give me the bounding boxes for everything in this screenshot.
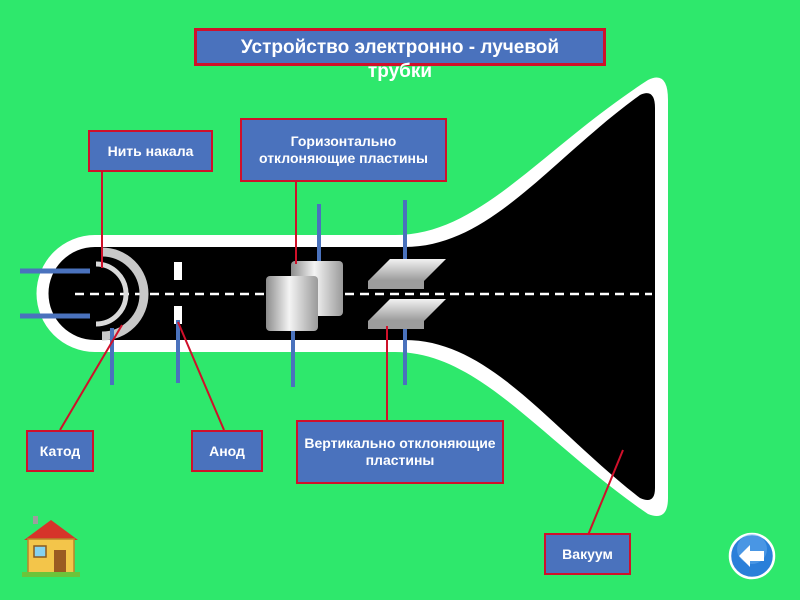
leader-anode	[177, 321, 225, 431]
vplate-bottom	[368, 299, 446, 321]
vplate-top-edge	[368, 281, 424, 289]
label-vacuum: Вакуум	[544, 533, 631, 575]
anode-bottom	[174, 306, 182, 324]
label-cathode: Катод	[26, 430, 94, 472]
label-vacuum-text: Вакуум	[562, 545, 613, 562]
label-filament: Нить накала	[88, 130, 213, 172]
home-button[interactable]	[20, 512, 82, 578]
cathode-shield	[101, 247, 149, 341]
slide-title-line1: Устройство электронно - лучевой	[240, 37, 560, 58]
leader-vacuum	[585, 449, 624, 541]
label-vertical-plates: Вертикально отклоняющие пластины	[296, 420, 504, 484]
anode-top	[174, 262, 182, 280]
leader-cathode	[59, 324, 123, 431]
label-anode: Анод	[191, 430, 263, 472]
back-button[interactable]	[728, 532, 776, 580]
arrow-left-icon	[728, 532, 776, 580]
house-icon	[22, 516, 80, 577]
label-anode-text: Анод	[209, 442, 245, 459]
label-horizontal-plates-text: Горизонтально отклоняющие пластины	[259, 133, 428, 166]
label-vertical-plates-text: Вертикально отклоняющие пластины	[304, 435, 496, 468]
label-cathode-text: Катод	[39, 442, 81, 459]
tube-body	[48, 93, 656, 501]
vplate-bottom-edge	[368, 321, 424, 329]
label-horizontal-plates: Горизонтально отклоняющие пластины	[240, 118, 447, 182]
slide-title-line2: трубки	[367, 61, 433, 82]
cathode-electrode	[95, 261, 129, 327]
hplate-front	[266, 276, 318, 331]
label-filament-text: Нить накала	[107, 142, 194, 159]
slide-title: Устройство электронно - лучевой трубки	[194, 28, 606, 82]
vplate-top	[368, 259, 446, 281]
